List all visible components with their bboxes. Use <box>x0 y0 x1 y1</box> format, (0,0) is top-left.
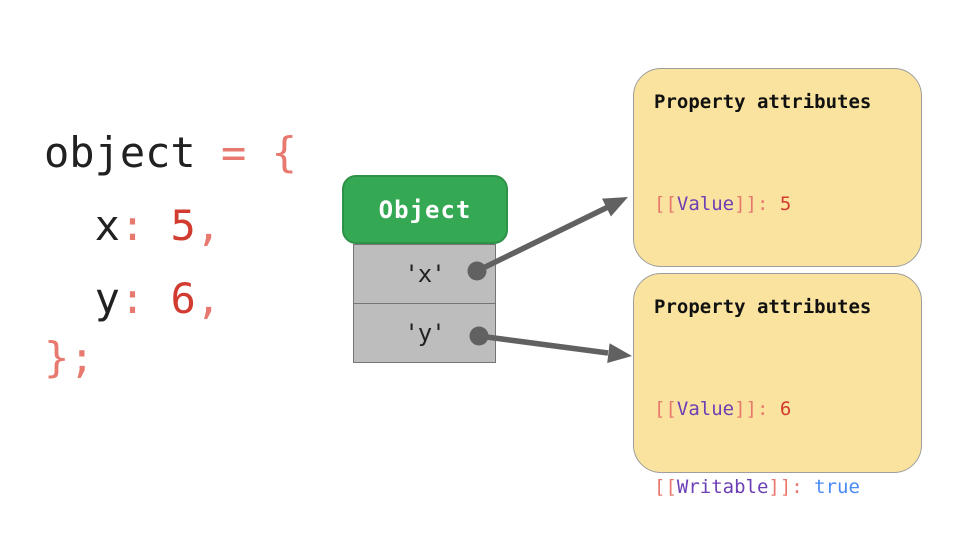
arrowhead-y-icon <box>607 343 632 363</box>
attr-name: Writable <box>676 476 769 498</box>
bracket-close: ]]: <box>734 398 780 420</box>
code-x-key: x <box>94 201 120 250</box>
bracket-open: [[ <box>654 193 677 215</box>
attr-value: 6 <box>779 398 792 420</box>
code-x-value: 5 <box>170 201 196 250</box>
arrowhead-x-icon <box>602 197 628 217</box>
bracket-close: ]]: <box>734 193 780 215</box>
code-x-comma: , <box>195 201 222 250</box>
attr-card-y-title: Property attributes <box>654 296 872 318</box>
code-line-close: }; <box>44 321 297 394</box>
bracket-open: [[ <box>654 476 677 498</box>
code-block: object = { x: 5, y: 6, }; <box>44 116 297 394</box>
code-y-value: 6 <box>170 274 196 323</box>
attr-line-value: [[Value]]: 6 <box>654 396 901 422</box>
code-assign-brace: = { <box>195 128 297 177</box>
attr-line-writable: [[Writable]]: true <box>654 474 901 500</box>
attr-value: true <box>814 476 860 498</box>
code-line-y: y: 6, <box>44 262 297 335</box>
object-header-badge: Object <box>342 175 508 244</box>
code-object-name: object <box>44 128 196 177</box>
attr-card-x: Property attributes [[Value]]: 5 [[Writa… <box>633 68 922 449</box>
attr-card-y-body: [[Value]]: 6 [[Writable]]: true [[Enumer… <box>654 344 901 540</box>
code-y-key: y <box>94 274 120 323</box>
property-row-y: 'y' <box>354 303 495 362</box>
code-line-object-open: object = { <box>44 116 297 189</box>
object-property-table: 'x' 'y' <box>353 244 496 363</box>
bracket-close: ]]: <box>768 476 815 498</box>
attr-card-y: Property attributes [[Value]]: 6 [[Writa… <box>633 273 922 498</box>
attr-name: Value <box>676 193 735 215</box>
attr-card-x-title: Property attributes <box>654 91 872 113</box>
object-header-label: Object <box>378 195 472 224</box>
bracket-open: [[ <box>654 398 677 420</box>
code-line-x: x: 5, <box>44 189 297 262</box>
code-y-colon: : <box>119 274 171 323</box>
code-y-comma: , <box>195 274 222 323</box>
property-row-x: 'x' <box>404 260 445 288</box>
attr-name: Value <box>676 398 735 420</box>
attr-value: 5 <box>779 193 792 215</box>
attr-line-value: [[Value]]: 5 <box>654 191 901 217</box>
code-close-brace: }; <box>44 333 95 382</box>
code-x-colon: : <box>119 201 171 250</box>
